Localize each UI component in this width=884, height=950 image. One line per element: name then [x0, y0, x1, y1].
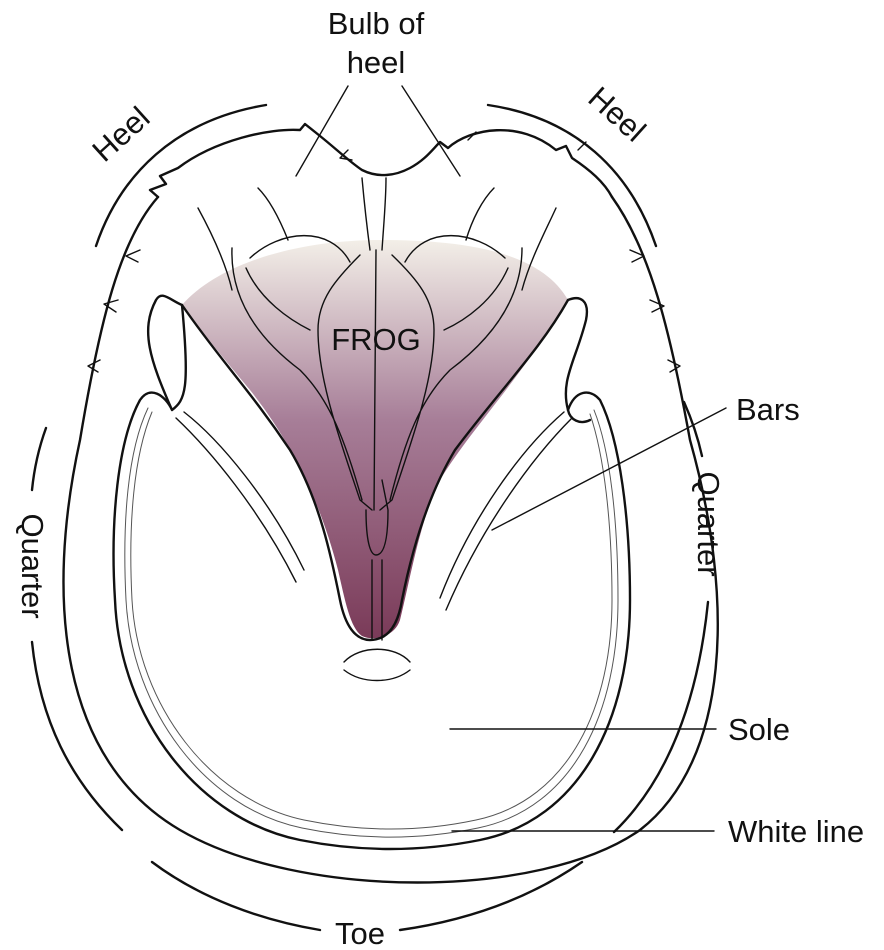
bars-label: Bars [736, 392, 800, 427]
sole-label: Sole [728, 712, 790, 747]
quarter-right-label: Quarter [691, 471, 726, 576]
toe-arc-left [152, 862, 320, 930]
bulb-of-heel-label-line1: Bulb of [328, 6, 425, 41]
toe-arc-right [400, 862, 582, 930]
heel-right-label: Heel [582, 80, 653, 149]
bulb-leader-right [402, 86, 460, 176]
quarter-left-label: Quarter [15, 513, 50, 618]
bar-right-wall [566, 298, 590, 422]
white-line-label: White line [728, 814, 864, 849]
frog-label: FROG [331, 322, 421, 357]
frog-apex-arc-2 [344, 670, 410, 681]
toe-label: Toe [335, 916, 385, 950]
heel-left-label: Heel [86, 100, 157, 169]
heel-bulb-outline [150, 124, 612, 197]
quarter-left-arc-bottom [32, 642, 122, 830]
quarter-left-arc-top [32, 428, 46, 490]
bulb-of-heel-label-line2: heel [347, 45, 406, 80]
bulb-leader-left [296, 86, 348, 176]
frog-apex-arc-1 [344, 649, 410, 662]
